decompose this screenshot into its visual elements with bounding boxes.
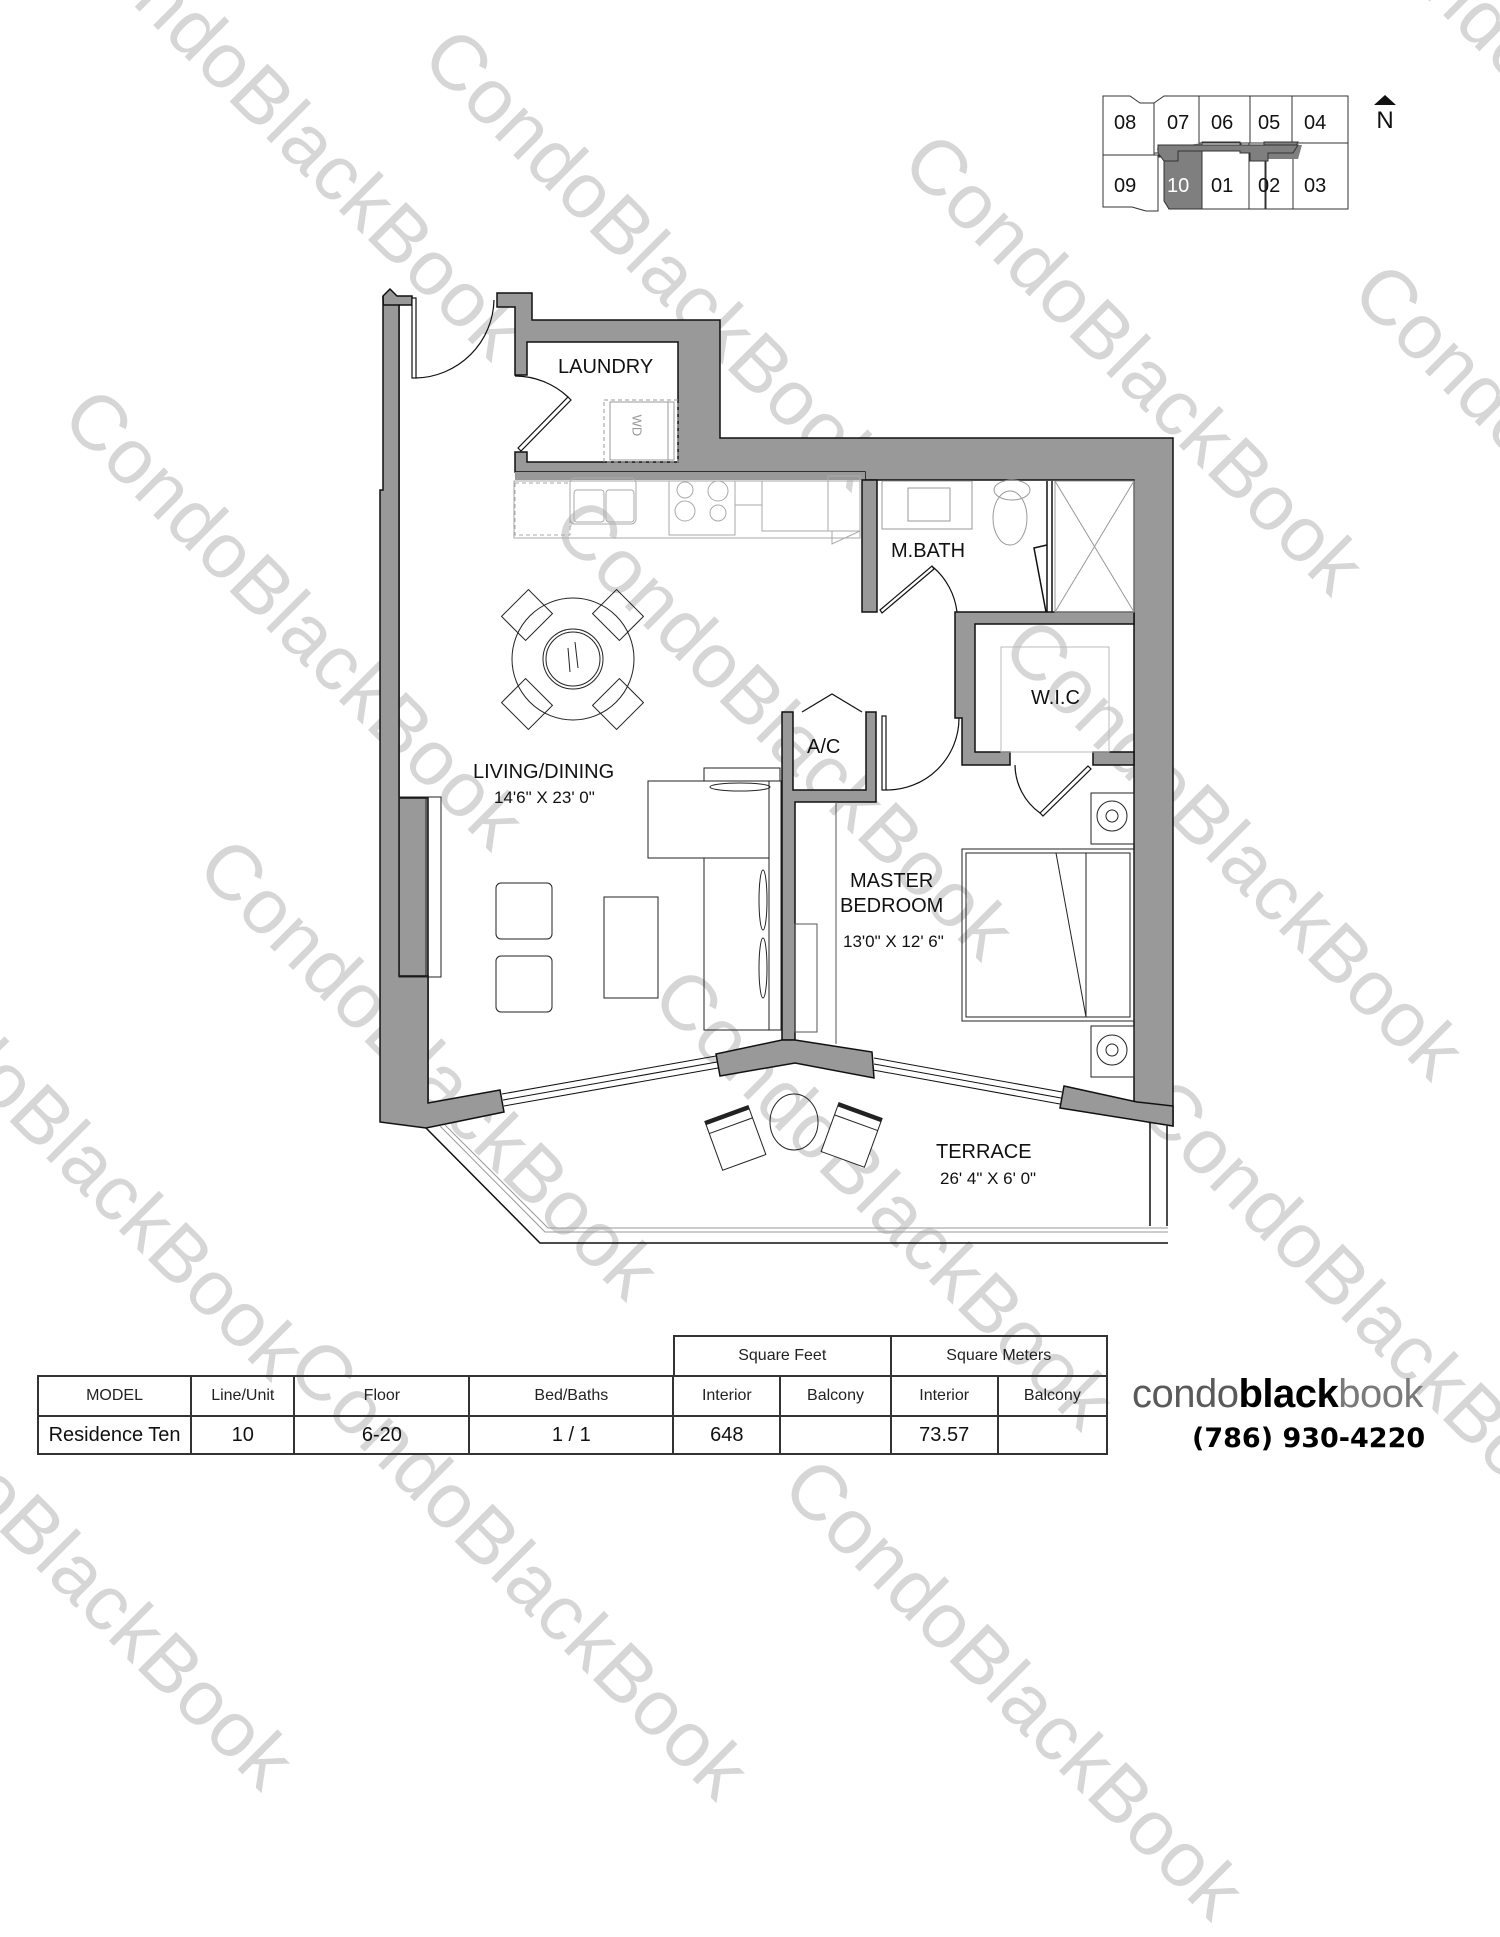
bath-wall [861,479,878,613]
col-header-sqft-interior: Interior [672,1375,782,1417]
keyplan-unit-07[interactable]: 07 [1167,112,1190,134]
room-dim-living: 14'6" X 23' 0" [494,788,595,807]
sofa [647,767,782,1031]
north-indicator: N [1370,95,1400,135]
ottomans [495,882,659,1013]
north-label: N [1376,107,1394,134]
north-arrow-icon [1374,95,1396,105]
room-dim-master-bedroom: 13'0" X 12' 6" [843,932,944,951]
keyplan-unit-05[interactable]: 05 [1258,112,1281,134]
room-label-master-bedroom-2: BEDROOM [840,895,944,917]
bath-door [879,565,958,614]
terrace-railing [425,1122,1168,1244]
nightstands [1090,792,1135,1078]
keyplan-unit-02[interactable]: 02 [1258,175,1281,197]
keyplan-unit-01[interactable]: 01 [1211,175,1234,197]
keyplan-unit-04[interactable]: 04 [1304,112,1327,134]
room-label-living: LIVING/DINING [473,761,615,783]
cell-floor: 6-20 [293,1415,471,1455]
room-label-wic: W.I.C [1031,687,1080,709]
dining-table [500,588,645,731]
center-pier [715,1039,875,1079]
washer-dryer [603,399,679,463]
terrace-furniture [704,1093,883,1171]
brand-logo-part1: condo [1132,1372,1239,1416]
laundry-door [514,375,572,452]
living-slider [501,1055,719,1107]
keyplan-unit-09[interactable]: 09 [1114,175,1137,197]
room-label-master-bath: M.BATH [891,540,966,562]
wic-door [1014,764,1092,817]
col-header-sqm-interior: Interior [889,1375,999,1417]
room-label-laundry: LAUNDRY [558,356,654,378]
ac-door [801,693,863,713]
watermark: CondoBlackBook [767,1440,1263,1936]
keyplan-unit-08[interactable]: 08 [1114,112,1137,134]
kitchen-counter [513,475,861,545]
bedroom-slider [872,1057,1063,1105]
bedroom-door [881,715,960,791]
spec-table-group-header: Square Feet Square Meters [673,1335,1108,1377]
col-header-bed-baths: Bed/Baths [468,1375,675,1417]
dresser [794,802,837,1044]
room-label-master-bedroom-1: MASTER [850,870,934,892]
table-header-row: MODEL Line/Unit Floor Bed/Baths Interior… [36,1375,1109,1417]
col-header-floor: Floor [293,1375,471,1417]
room-label-terrace: TERRACE [936,1141,1032,1163]
cell-sqft-balcony [779,1415,892,1455]
entry-door [411,297,495,379]
col-header-model: MODEL [36,1375,193,1417]
room-label-ac: A/C [807,736,841,758]
room-dim-terrace: 26' 4" X 6' 0" [940,1169,1037,1188]
cell-sqm-balcony [996,1415,1109,1455]
cell-sqm-interior: 73.57 [889,1415,999,1455]
col-header-sqft-balcony: Balcony [779,1375,892,1417]
brand-logo: condoblackbook [1132,1372,1424,1417]
cell-model: Residence Ten [36,1415,193,1455]
keyplan-unit-10-selected[interactable]: 10 [1167,175,1190,197]
cell-line-unit: 10 [190,1415,296,1455]
brand-logo-part3: book [1338,1372,1424,1416]
media-console [398,796,442,978]
header-square-feet: Square Feet [673,1335,892,1377]
keyplan-unit-03[interactable]: 03 [1304,175,1327,197]
contact-phone[interactable]: (786) 930-4220 [1192,1423,1426,1454]
col-header-line-unit: Line/Unit [190,1375,296,1417]
walls [379,287,1174,1129]
keyplan-map [1102,95,1349,212]
bath-fixtures [881,479,1135,613]
cell-sqft-interior: 648 [672,1415,782,1455]
header-square-meters: Square Meters [889,1335,1108,1377]
table-row: Residence Ten 10 6-20 1 / 1 648 73.57 [36,1415,1109,1455]
bed [961,848,1135,1022]
cell-bed-baths: 1 / 1 [468,1415,675,1455]
brand-logo-part2: black [1238,1372,1339,1416]
spec-table: MODEL Line/Unit Floor Bed/Baths Interior… [36,1375,1109,1455]
keyplan-unit-06[interactable]: 06 [1211,112,1234,134]
col-header-sqm-balcony: Balcony [996,1375,1109,1417]
washer-dryer-label: WD [629,414,645,437]
floor-plan [379,287,1174,1244]
